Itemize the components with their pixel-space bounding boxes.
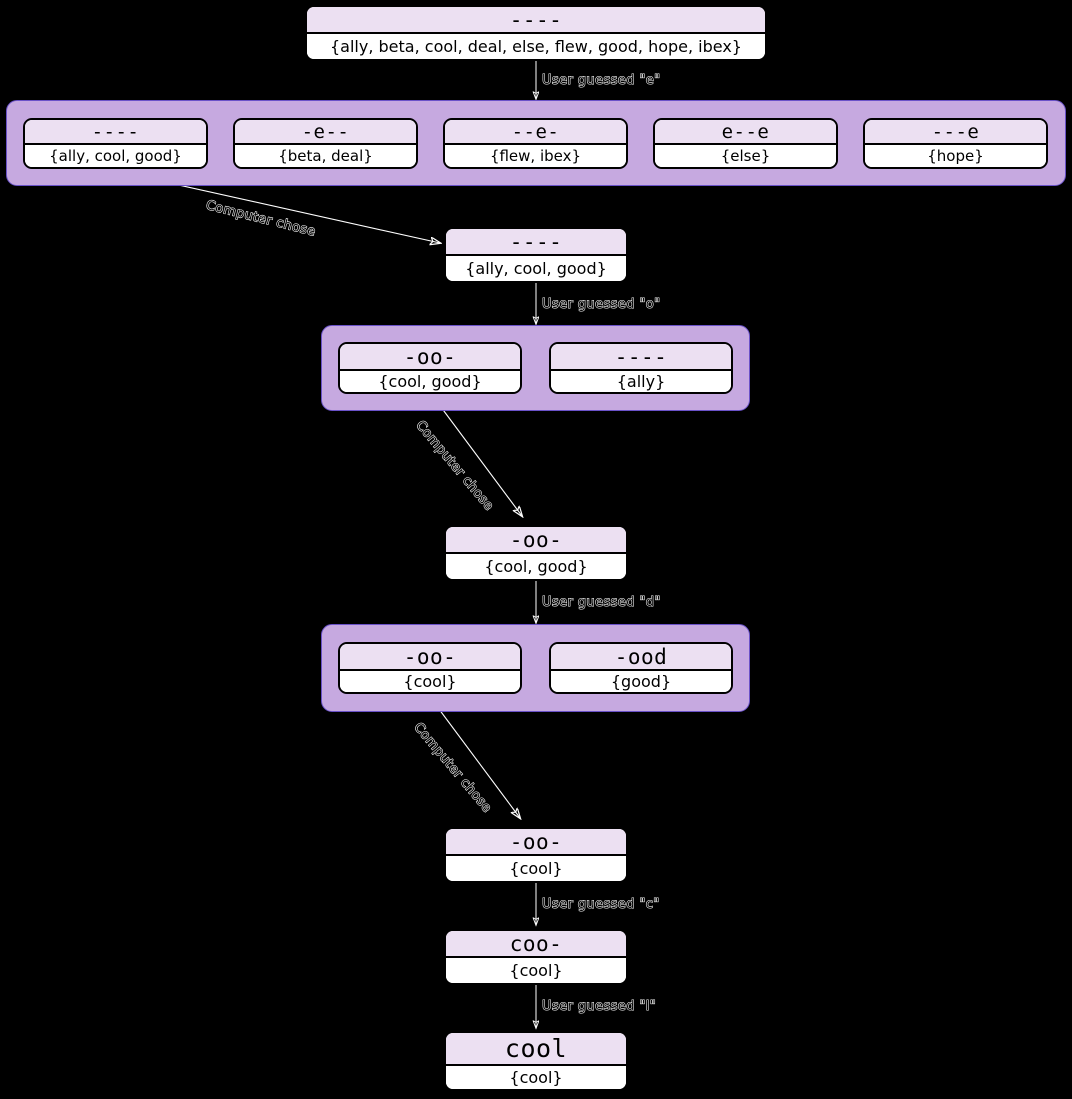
node-g1-a[interactable]: ---- {ally, cool, good} [23,118,208,169]
node-final-wordset: {cool} [446,1066,626,1089]
node-final-pattern: cool [446,1033,626,1066]
node-g2-a-pattern: -oo- [340,344,520,371]
node-g1-e-wordset: {hope} [865,145,1046,167]
edge-label-guess-d: User guessed "d" [541,594,661,610]
node-g1-c-wordset: {flew, ibex} [445,145,626,167]
node-g3-b-pattern: -ood [551,644,731,671]
node-g1-c-pattern: --e- [445,120,626,145]
edge-label-chose-2: Computer chose [412,417,497,514]
node-g1-d-wordset: {else} [655,145,836,167]
edge-label-guess-l: User guessed "l" [541,998,657,1014]
node-g3-a-wordset: {cool} [340,671,520,692]
edge-label-chose-1: Computer chose [204,197,318,240]
node-root-wordset: {ally, beta, cool, deal, else, flew, goo… [307,34,765,59]
node-g3-a-pattern: -oo- [340,644,520,671]
node-g1-c[interactable]: --e- {flew, ibex} [443,118,628,169]
node-root[interactable]: ---- {ally, beta, cool, deal, else, flew… [305,5,767,61]
node-root-pattern: ---- [307,7,765,34]
node-g3-a[interactable]: -oo- {cool} [338,642,522,694]
node-chosen-1-pattern: ---- [446,229,626,256]
node-g2-b-pattern: ---- [551,344,731,371]
node-g1-e[interactable]: ---e {hope} [863,118,1048,169]
node-g3-b-wordset: {good} [551,671,731,692]
node-final[interactable]: cool {cool} [444,1031,628,1091]
edge-label-chose-3: Computer chose [410,719,495,816]
node-g1-a-pattern: ---- [25,120,206,145]
node-g2-b[interactable]: ---- {ally} [549,342,733,394]
node-chosen-3-wordset: {cool} [446,856,626,881]
node-g2-a[interactable]: -oo- {cool, good} [338,342,522,394]
node-chosen-3[interactable]: -oo- {cool} [444,827,628,883]
node-g1-b-wordset: {beta, deal} [235,145,416,167]
node-chosen-1[interactable]: ---- {ally, cool, good} [444,227,628,283]
node-chosen-2-wordset: {cool, good} [446,554,626,579]
node-g2-a-wordset: {cool, good} [340,371,520,392]
edge-label-guess-o: User guessed "o" [541,296,661,312]
node-chosen-3-pattern: -oo- [446,829,626,856]
node-g3-b[interactable]: -ood {good} [549,642,733,694]
edge-label-guess-e: User guessed "e" [541,72,661,88]
node-chosen-1-wordset: {ally, cool, good} [446,256,626,281]
node-guess-c-pattern: coo- [446,931,626,958]
node-g1-e-pattern: ---e [865,120,1046,145]
edge-label-guess-c: User guessed "c" [541,896,660,912]
node-guess-c-wordset: {cool} [446,958,626,983]
node-g1-b-pattern: -e-- [235,120,416,145]
node-chosen-2-pattern: -oo- [446,527,626,554]
node-g1-b[interactable]: -e-- {beta, deal} [233,118,418,169]
node-g2-b-wordset: {ally} [551,371,731,392]
node-g1-d-pattern: e--e [655,120,836,145]
node-guess-c[interactable]: coo- {cool} [444,929,628,985]
node-g1-d[interactable]: e--e {else} [653,118,838,169]
node-g1-a-wordset: {ally, cool, good} [25,145,206,167]
node-chosen-2[interactable]: -oo- {cool, good} [444,525,628,581]
